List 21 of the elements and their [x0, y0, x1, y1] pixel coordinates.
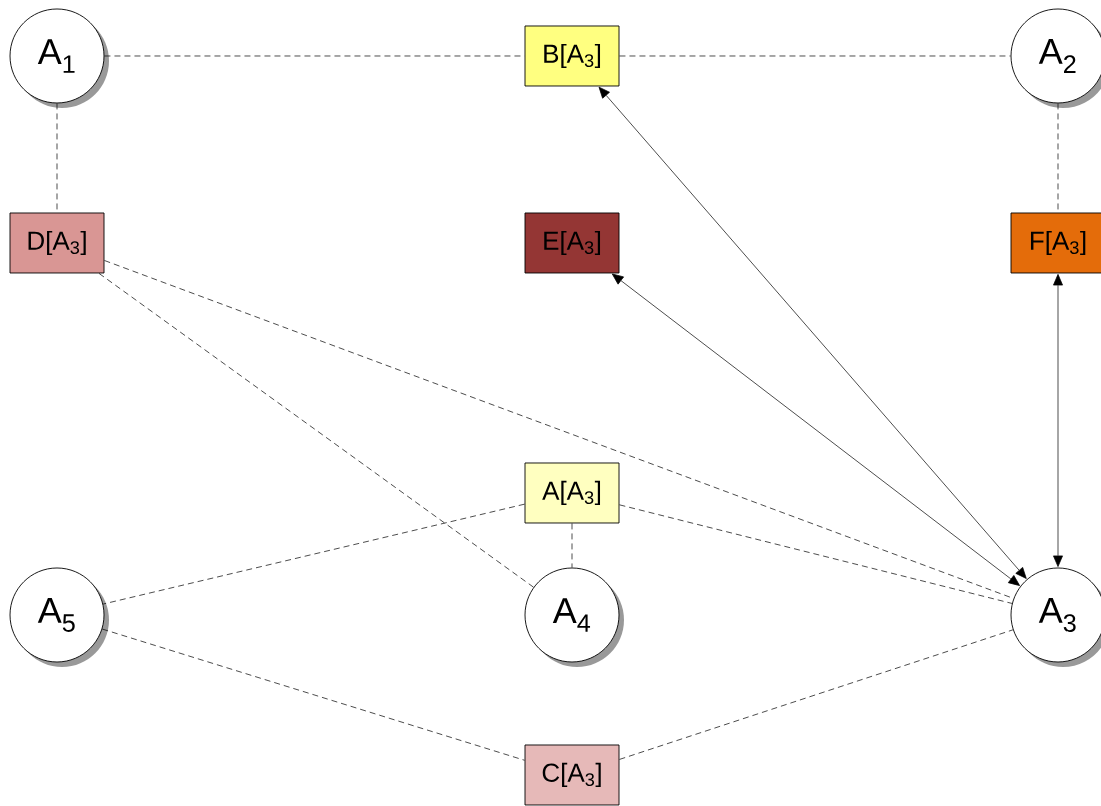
circle-node: A$_{1}$ — [9, 8, 109, 108]
label-box: F[A$_{3}$] — [1010, 212, 1101, 274]
label-box: B[A$_{3}$] — [524, 25, 620, 87]
dashed-line — [571, 523, 573, 568]
label-box: D[A$_{3}$] — [9, 212, 105, 274]
connector-arrow — [611, 273, 1020, 586]
dashed-line — [98, 273, 534, 588]
dashed-line — [619, 55, 1011, 57]
label-box: A[A$_{3}$] — [524, 462, 620, 524]
connector-arrow — [598, 86, 1027, 579]
label-box: C[A$_{3}$] — [524, 744, 620, 806]
circle-node: A$_{4}$ — [524, 567, 624, 667]
circle-node: A$_{5}$ — [9, 567, 109, 667]
dashed-line — [619, 629, 1014, 760]
dashed-line — [102, 503, 525, 605]
label-box: E[A$_{3}$] — [524, 212, 620, 274]
dashed-line — [101, 628, 525, 761]
circle-node: A$_{3}$ — [1010, 567, 1101, 667]
connector-arrow — [1053, 274, 1063, 567]
circle-node: A$_{2}$ — [1010, 8, 1101, 108]
dashed-line — [619, 504, 1013, 604]
